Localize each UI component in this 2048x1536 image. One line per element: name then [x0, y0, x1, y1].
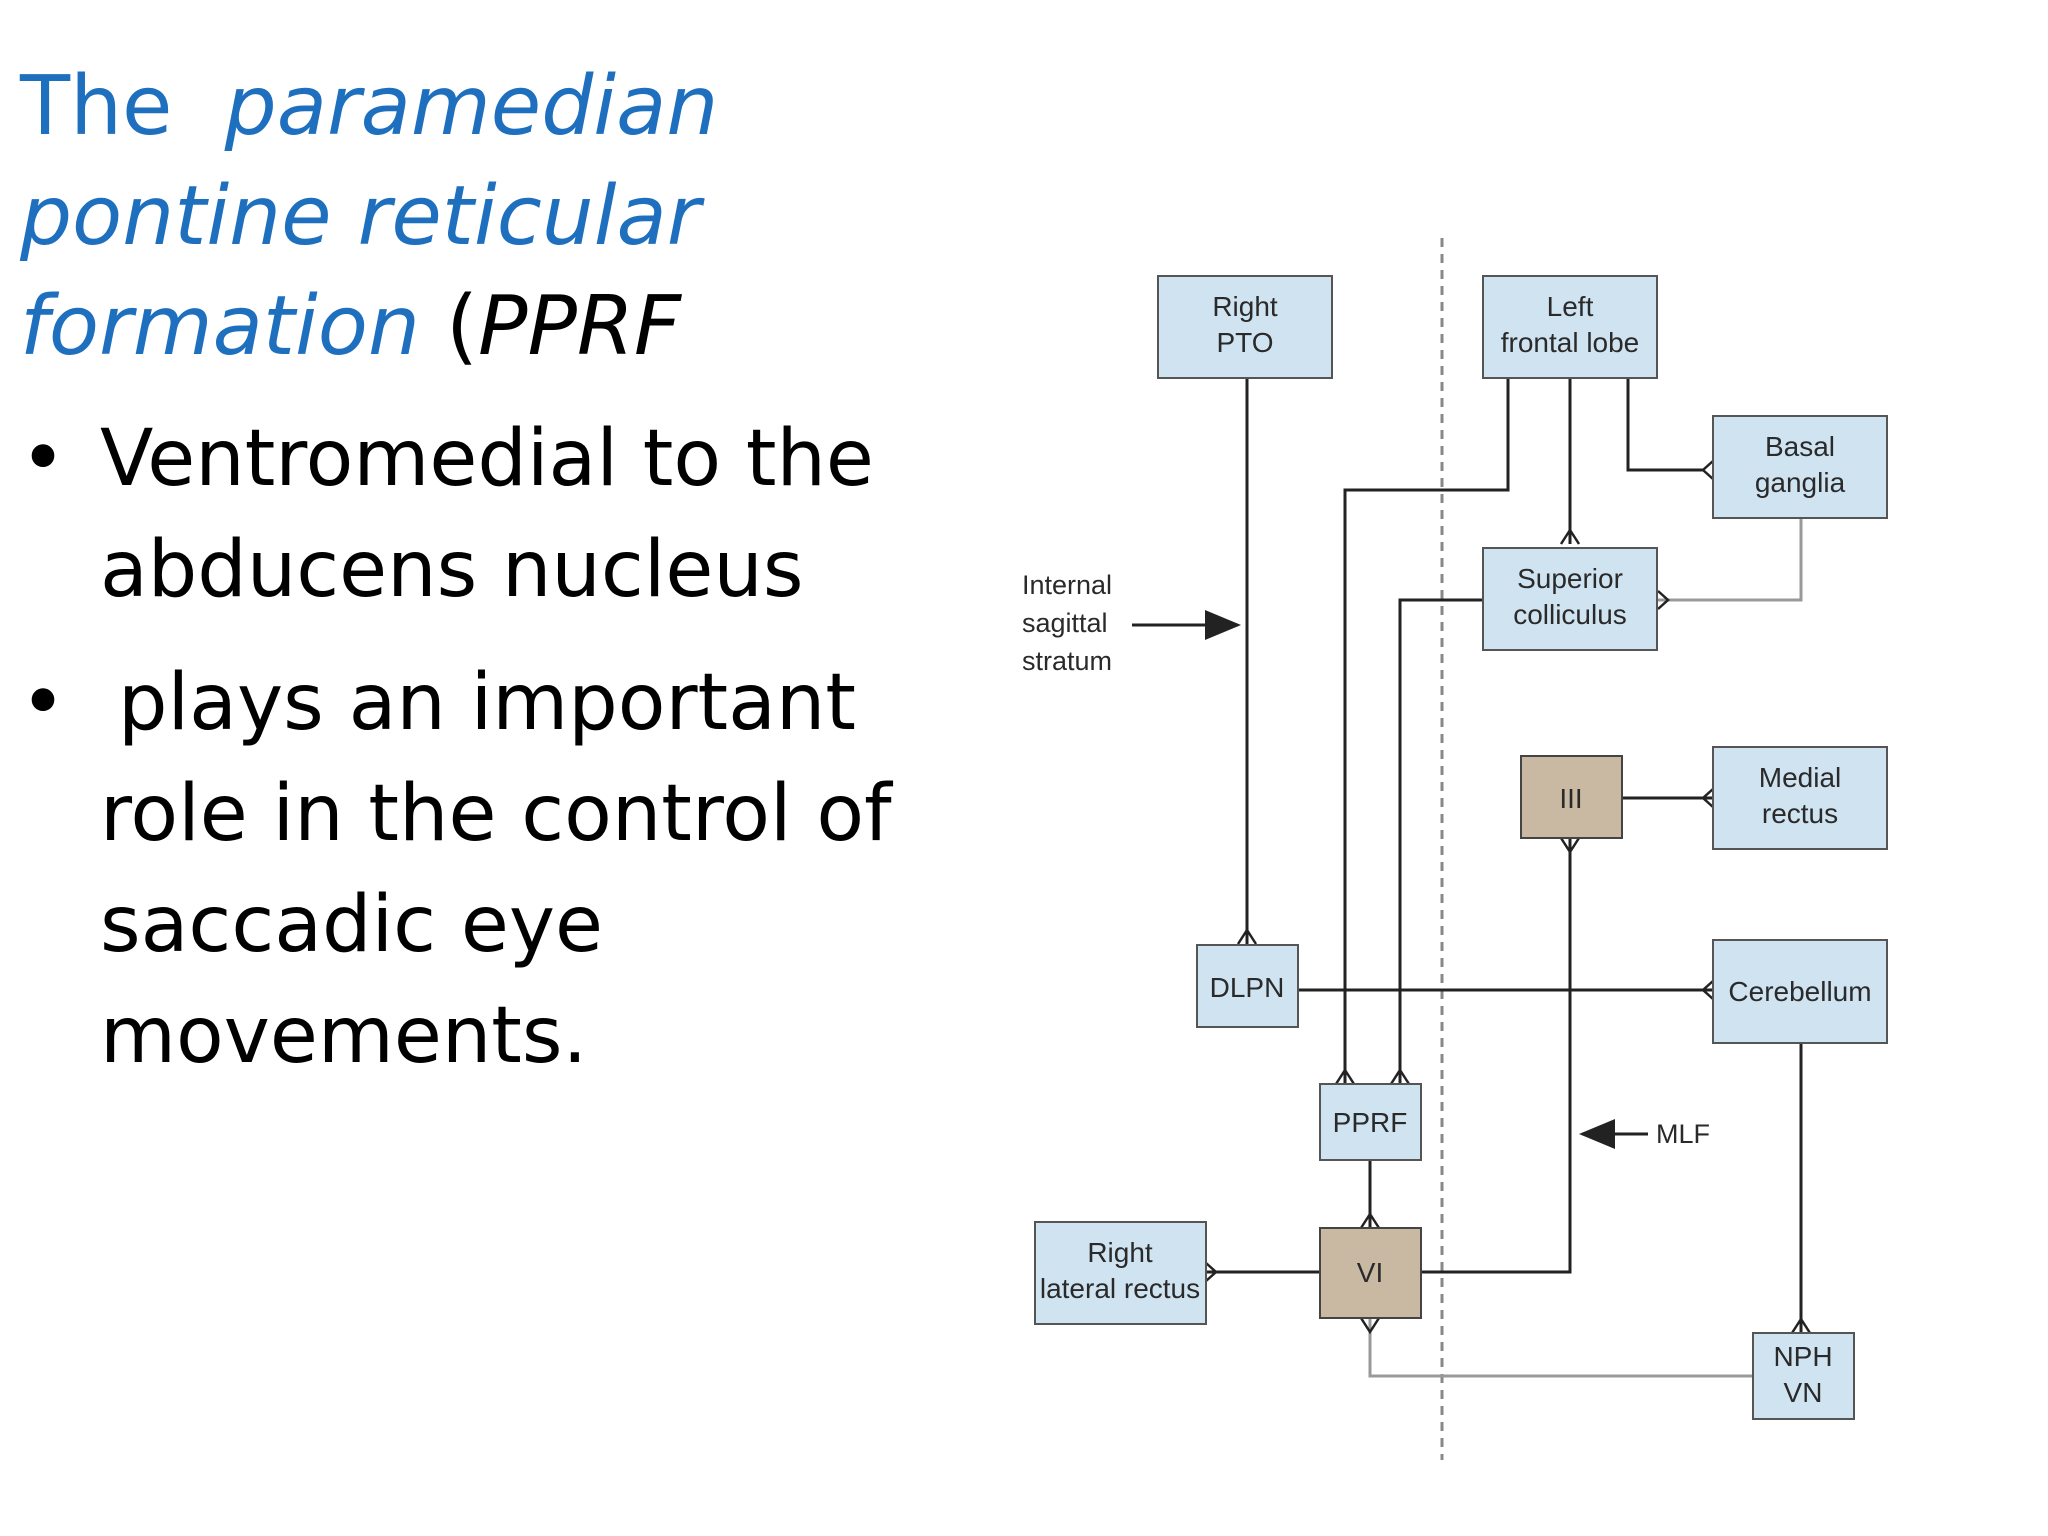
- box-medial-rectus-line-2: rectus: [1762, 798, 1838, 829]
- box-colliculus-line-1: Superior: [1517, 563, 1623, 594]
- bullet-dot: •: [20, 414, 67, 504]
- terminal-dlpn: [1236, 927, 1258, 945]
- box-dlpn: DLPN: [1196, 944, 1299, 1028]
- connector-frontal-to-pprf: [1343, 378, 1510, 1084]
- box-basal-ganglia-line-2: ganglia: [1755, 467, 1846, 498]
- bullet-text-line: role in the control of: [100, 769, 892, 859]
- bullet-dot: •: [20, 658, 67, 748]
- box-right-pto: Right PTO: [1157, 275, 1333, 379]
- terminal-colliculus-side: [1657, 590, 1670, 610]
- title-term-part-2: pontine reticular: [20, 169, 701, 264]
- box-oculomotor-label: III: [1559, 783, 1582, 814]
- box-lateral-rectus-line-1: Right: [1087, 1237, 1153, 1268]
- label-mlf: MLF: [1656, 1119, 1710, 1149]
- title-line-1: The paramedian: [20, 52, 920, 162]
- box-cerebellum: Cerebellum: [1712, 939, 1888, 1044]
- box-basal-ganglia: Basal ganglia: [1712, 415, 1888, 519]
- title-term-part-1: paramedian: [224, 59, 719, 154]
- box-left-frontal-lobe: Left frontal lobe: [1482, 275, 1658, 379]
- box-abducens-label: VI: [1357, 1257, 1383, 1288]
- box-lateral-rectus-line-2: lateral rectus: [1040, 1273, 1200, 1304]
- box-oculomotor-nucleus: III: [1520, 755, 1623, 839]
- bullet-item-location: • Ventromedial to the abducens nucleus: [20, 404, 900, 626]
- box-nph-vn: NPH VN: [1752, 1332, 1855, 1420]
- terminal-lateral-rectus: [1205, 1262, 1218, 1282]
- terminal-pprf-right: [1389, 1067, 1411, 1085]
- box-medial-rectus-line-1: Medial: [1759, 762, 1841, 793]
- title-term-part-3: formation: [20, 279, 420, 374]
- box-nph-line-2: VN: [1784, 1377, 1823, 1408]
- slide-title: The paramedian pontine reticular formati…: [20, 52, 920, 382]
- connector-mlf: [1419, 838, 1572, 1274]
- box-left-frontal-line-2: frontal lobe: [1501, 327, 1640, 358]
- box-pprf: PPRF: [1319, 1083, 1422, 1161]
- box-cerebellum-label: Cerebellum: [1728, 976, 1871, 1007]
- connector-nph-to-abducens: [1368, 1318, 1753, 1378]
- terminal-abducens-bottom: [1359, 1317, 1381, 1335]
- connector-frontal-to-basal-ganglia: [1626, 378, 1703, 472]
- box-right-pto-line-2: PTO: [1216, 327, 1273, 358]
- bullet-text-line: abducens nucleus: [100, 525, 804, 615]
- label-internal-line-2: sagittal: [1022, 608, 1108, 638]
- box-right-lateral-rectus: Right lateral rectus: [1034, 1221, 1207, 1325]
- bullet-list: • Ventromedial to the abducens nucleus •…: [20, 404, 900, 1114]
- title-line-3: formation (PPRF: [20, 272, 920, 382]
- terminal-basal-ganglia: [1701, 460, 1714, 480]
- connector-basal-ganglia-to-colliculus: [1658, 516, 1803, 602]
- box-left-frontal-line-1: Left: [1547, 291, 1594, 322]
- label-internal-line-1: Internal: [1022, 570, 1112, 600]
- terminal-cerebellum: [1701, 980, 1714, 1000]
- box-pprf-label: PPRF: [1333, 1107, 1408, 1138]
- label-internal-sagittal-stratum: Internal sagittal stratum: [1022, 570, 1112, 676]
- terminal-medial-rectus: [1701, 788, 1714, 808]
- terminal-nph: [1790, 1316, 1812, 1334]
- title-the: The: [20, 59, 173, 154]
- terminal-abducens-top: [1359, 1211, 1381, 1229]
- box-abducens-nucleus: VI: [1319, 1227, 1422, 1319]
- connection-lines: [1132, 378, 1803, 1378]
- title-abbreviation: PPRF: [478, 279, 682, 374]
- bullet-text-line: movements.: [100, 991, 588, 1081]
- terminal-pprf-left: [1334, 1067, 1356, 1085]
- box-nph-line-1: NPH: [1773, 1341, 1832, 1372]
- terminal-oculomotor: [1559, 837, 1581, 855]
- box-right-pto-line-1: Right: [1212, 291, 1278, 322]
- bullet-text-line: saccadic eye: [100, 880, 604, 970]
- box-colliculus-line-2: colliculus: [1513, 599, 1627, 630]
- box-medial-rectus: Medial rectus: [1712, 746, 1888, 850]
- connector-colliculus-to-pprf: [1398, 598, 1483, 1084]
- bullet-item-function: • plays an important role in the control…: [20, 648, 900, 1092]
- synaptic-terminals: [1205, 460, 1812, 1335]
- bullet-text-line: plays an important: [118, 658, 856, 748]
- box-dlpn-label: DLPN: [1210, 972, 1285, 1003]
- title-paren: (: [446, 279, 479, 374]
- box-superior-colliculus: Superior colliculus: [1482, 547, 1658, 651]
- label-internal-line-3: stratum: [1022, 646, 1112, 676]
- box-basal-ganglia-line-1: Basal: [1765, 431, 1835, 462]
- terminal-colliculus: [1559, 527, 1581, 545]
- bullet-text-line: Ventromedial to the: [100, 414, 874, 504]
- saccade-pathway-diagram: Right PTO Left frontal lobe Basal gangli…: [1022, 238, 1888, 1460]
